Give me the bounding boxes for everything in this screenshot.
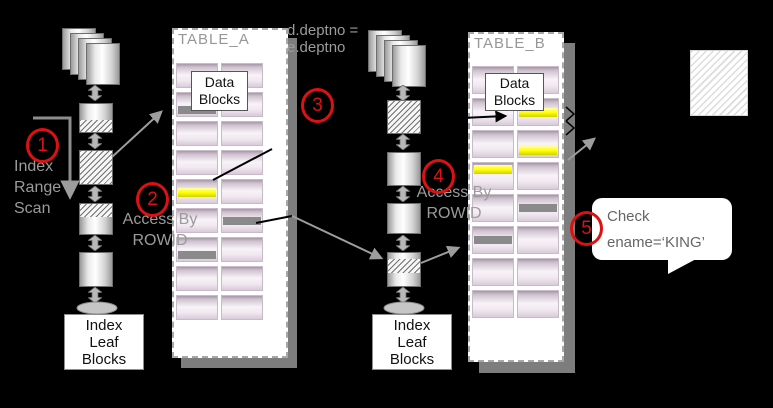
index-b-block-hatched [387,100,421,134]
access-by-rowid-b-label: Access By ROWID [416,184,492,222]
index-b-block-plain [387,152,421,186]
table-block [517,290,559,318]
check-bubble: Check ename=‘KING’ [592,198,732,274]
table-block [517,162,559,190]
step-5-badge: 5 [570,211,603,246]
table-block [472,194,514,222]
index-a-branch-stack [62,28,126,86]
table-block [517,226,559,254]
table-block [221,179,263,204]
table-a-title: TABLE_A [178,31,250,48]
table-block [176,121,218,146]
table-block [472,290,514,318]
table-block [221,208,263,233]
index-leaf-blocks-label-b: Index Leaf Blocks [372,314,452,370]
hatched-area [388,259,420,273]
table-block [176,295,218,320]
index-a-block-part-hatched [79,203,113,235]
table-block [176,179,218,204]
table-block [176,208,218,233]
table-block [176,237,218,262]
updown-arrow-icon [396,235,410,251]
arrow-table-a-to-index-b [291,215,384,260]
check-bubble-text: Check ename=‘KING’ [607,208,705,251]
branch-block-icon [86,43,120,85]
table-block [472,226,514,254]
table-b-title: TABLE_B [474,35,546,52]
arrow-table-b-to-check [567,137,597,161]
table-block [472,258,514,286]
index-b-block-band-hatched [387,252,421,287]
access-by-rowid-a-label: Access By ROWID [122,211,198,249]
updown-arrow-icon [88,133,102,149]
updown-arrow-icon [396,134,410,150]
data-blocks-label-a: Data Blocks [191,71,248,111]
index-b-block-plain [387,203,421,234]
index-a-block-hatched [79,150,113,185]
updown-arrow-icon [88,186,102,202]
step-2-badge: 2 [136,182,169,217]
chevron-mark [565,120,576,136]
index-a-block-plain [79,252,113,287]
table-block [517,130,559,158]
index-leaf-blocks-label-a: Index Leaf Blocks [64,314,144,370]
table-block [221,237,263,262]
bubble-tail-icon [668,258,698,274]
table-block [472,162,514,190]
leaf-disk-icon [76,301,118,315]
table-block [517,194,559,222]
table-block [472,130,514,158]
updown-arrow-icon [88,235,102,251]
table-b-panel: TABLE_B [468,32,564,362]
join-condition-label: d.deptno = e.deptno [287,22,359,56]
updown-arrow-icon [396,287,410,303]
data-blocks-label-b: Data Blocks [485,73,544,111]
step-3-badge: 3 [301,88,334,123]
hatched-area [80,120,112,132]
arrow-index-b-to-table-b [420,245,461,264]
legend-hatched-swatch [690,50,748,116]
table-block [176,150,218,175]
table-block [517,258,559,286]
step-1-badge: 1 [26,128,59,163]
table-block [221,150,263,175]
arrow-index-to-table-a [111,110,163,158]
index-b-branch-stack [368,30,432,88]
updown-arrow-icon [88,85,102,101]
table-block [176,266,218,291]
table-b-rows [472,66,559,318]
table-block [221,121,263,146]
chevron-mark [565,106,576,122]
table-block [221,295,263,320]
leaf-disk-icon [383,301,425,315]
hatched-area [80,204,112,217]
updown-arrow-icon [88,287,102,303]
branch-block-icon [392,45,426,87]
index-range-scan-label: Index Range Scan [14,158,62,217]
table-block [221,266,263,291]
step-4-badge: 4 [422,159,455,194]
index-a-block-part-hatched [79,103,113,133]
